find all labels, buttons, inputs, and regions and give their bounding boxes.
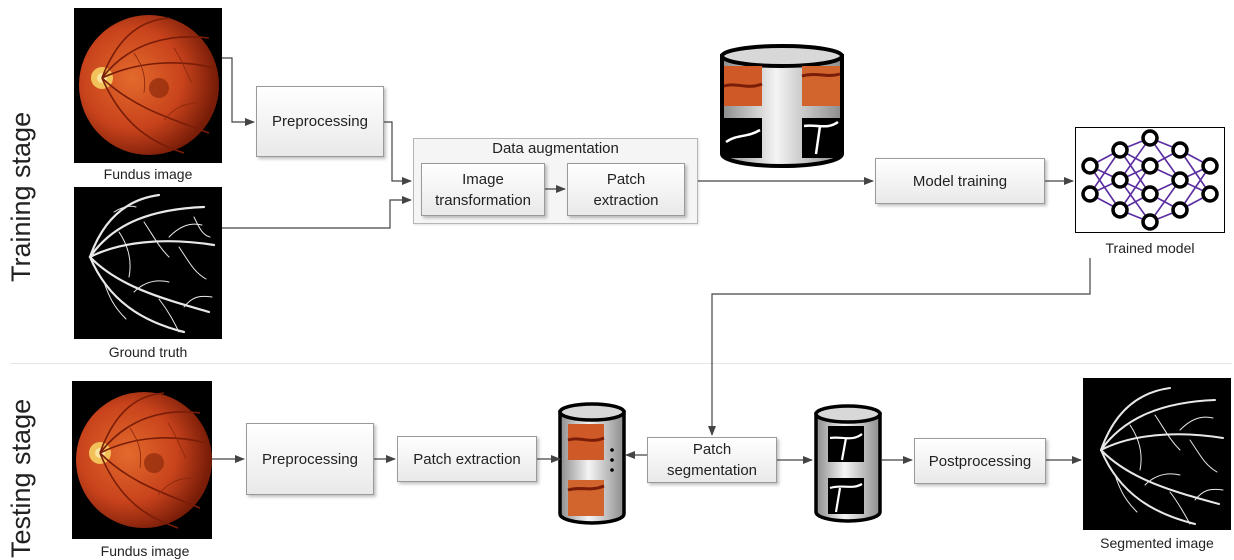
testing-patch-extraction-label: Patch extraction [413, 450, 521, 468]
training-fundus-caption: Fundus image [103, 166, 193, 182]
testing-preprocessing-label: Preprocessing [262, 450, 358, 468]
image-transformation-line-2: transformation [435, 191, 531, 209]
patch-segmentation-box: Patch segmentation [647, 437, 777, 483]
image-transformation-box: Image transformation [421, 163, 545, 216]
training-patch-extraction-line-2: extraction [593, 191, 659, 209]
segmented-image [1083, 378, 1231, 530]
arrow-model-to-segmentation [708, 258, 1091, 436]
testing-fundus-caption: Fundus image [100, 543, 190, 559]
arrow-preprocessing-to-augmentation [384, 121, 412, 185]
segmented-image-caption: Segmented image [1100, 535, 1214, 551]
trained-model-caption: Trained model [1105, 240, 1195, 256]
ground-truth-caption: Ground truth [108, 344, 188, 360]
postprocessing-label: Postprocessing [928, 452, 1032, 470]
testing-preprocessing-box: Preprocessing [246, 423, 374, 495]
ground-truth-image [74, 187, 222, 339]
model-training-label: Model training [912, 172, 1008, 190]
stage-divider [10, 363, 1232, 364]
testing-patch-extraction-box: Patch extraction [397, 436, 537, 482]
training-preprocessing-label: Preprocessing [272, 113, 368, 130]
testing-fundus-image [72, 381, 212, 539]
training-patch-extraction-box: Patch extraction [567, 163, 685, 216]
training-fundus-image [74, 8, 222, 163]
patch-segmentation-line-1: Patch [692, 441, 732, 458]
image-transformation-line-1: Image [462, 170, 504, 188]
model-training-box: Model training [875, 158, 1045, 204]
training-preprocessing-box: Preprocessing [256, 86, 384, 157]
arrow-fundus-to-preprocessing [222, 57, 255, 126]
segmented-patch-database-icon [812, 402, 884, 526]
data-augmentation-title: Data augmentation [492, 140, 619, 157]
postprocessing-box: Postprocessing [914, 438, 1046, 484]
training-patch-database-icon [712, 42, 852, 170]
training-patch-extraction-line-1: Patch [606, 170, 646, 188]
testing-patch-database-icon [556, 400, 628, 528]
patch-segmentation-line-2: segmentation [666, 462, 758, 479]
arrow-groundtruth-to-augmentation [222, 196, 412, 229]
trained-model-network-icon [1075, 127, 1225, 233]
